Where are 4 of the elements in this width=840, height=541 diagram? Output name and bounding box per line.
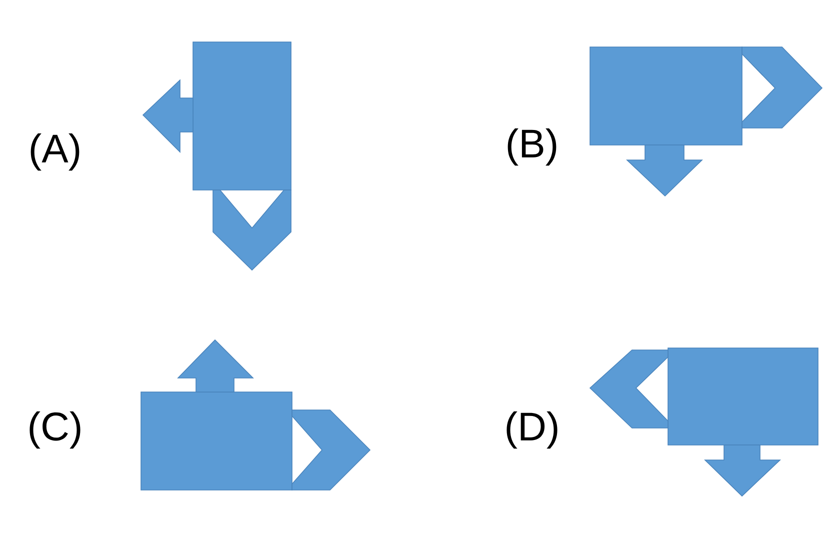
panel-label: (A) [30, 133, 80, 171]
panel-label: (B) [508, 128, 556, 166]
panel-label: (C) [30, 411, 80, 449]
panel-label: (D) [506, 411, 558, 449]
